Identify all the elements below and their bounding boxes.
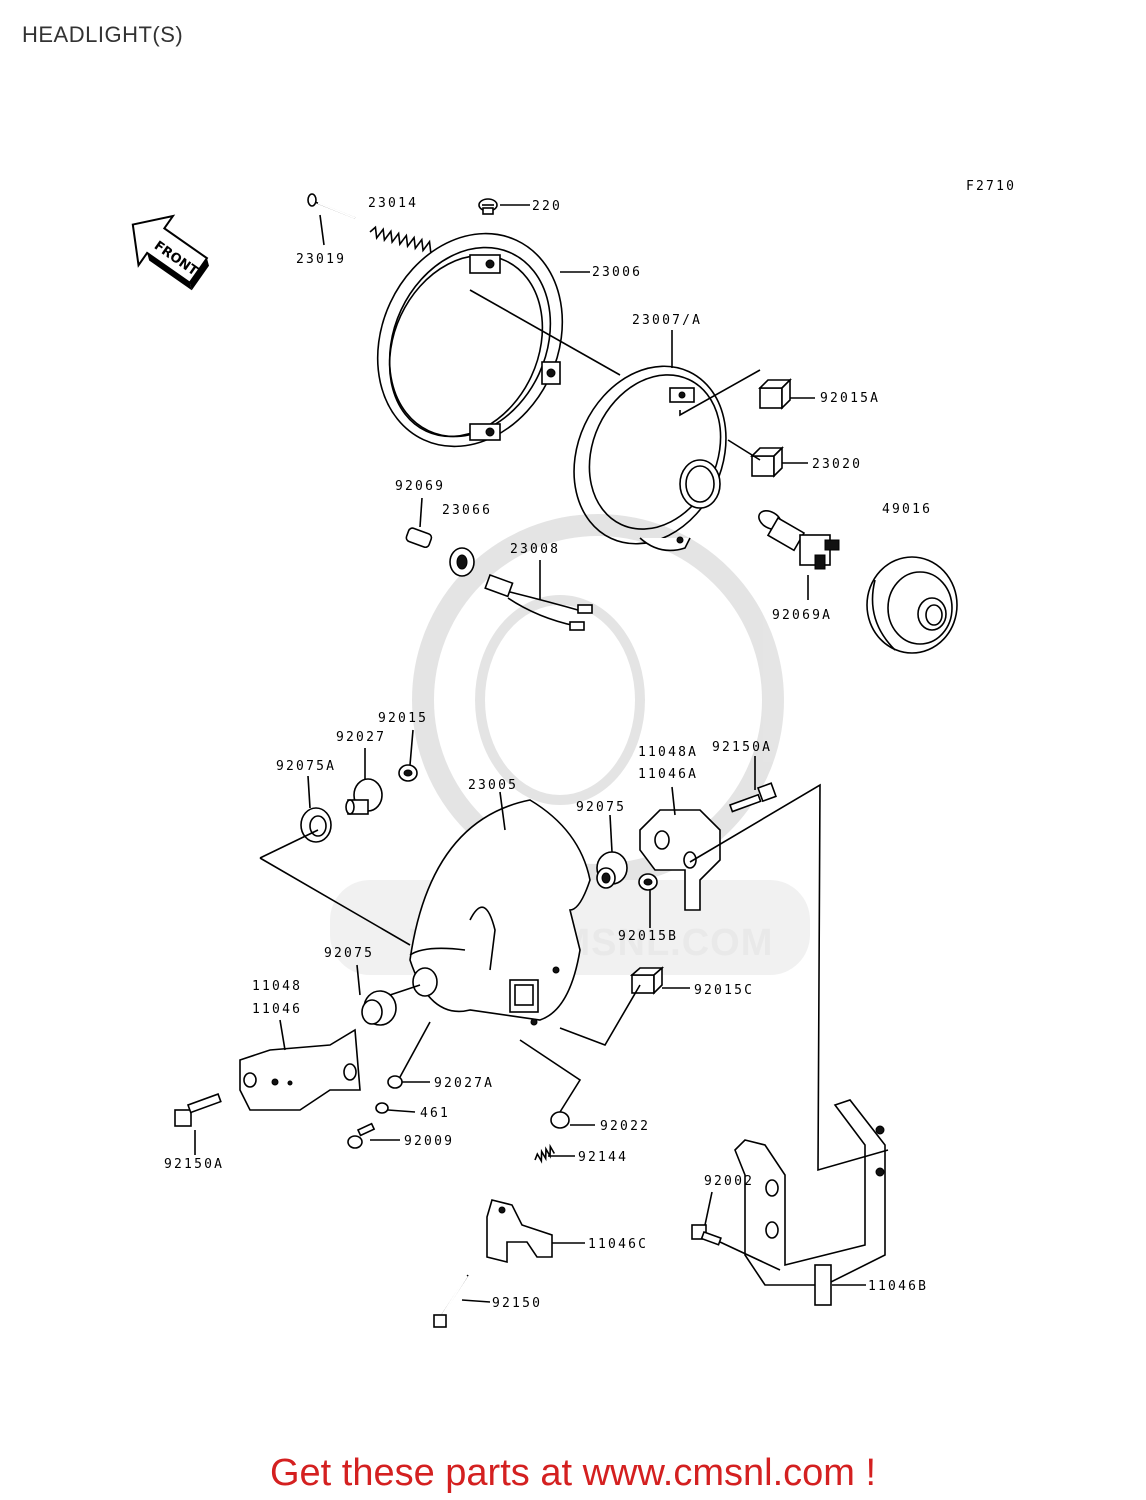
part-label: 92075: [324, 946, 374, 961]
collar-92027A: [387, 1075, 403, 1089]
bulb-92069A: [758, 510, 840, 570]
part-label: 220: [532, 199, 562, 214]
part-label: 92022: [600, 1119, 650, 1134]
headlight-rim-23006: [376, 232, 564, 448]
screw-92009: [347, 1122, 376, 1149]
part-label: 92015A: [820, 391, 880, 406]
part-label: 461: [420, 1106, 450, 1121]
bolt-92150A-upper: [728, 782, 777, 813]
part-label: 92027A: [434, 1076, 494, 1091]
socket-23008: [484, 573, 593, 631]
headlight-case-23005: [409, 799, 591, 1026]
leader-lines-bottom: [194, 729, 889, 1303]
part-label: 11048A: [638, 745, 698, 760]
spring-23014: [369, 225, 432, 253]
part-label: 23006: [592, 265, 642, 280]
part-label: 11046C: [588, 1237, 648, 1252]
part-label: 92069: [395, 479, 445, 494]
part-label: 23066: [442, 503, 492, 518]
part-label: 92150: [492, 1296, 542, 1311]
bolt-92150A-left: [174, 1093, 222, 1127]
part-label: 92027: [336, 730, 386, 745]
part-label: 92009: [404, 1134, 454, 1149]
part-label: 23007/A: [632, 313, 702, 328]
nut-92015C: [629, 966, 665, 995]
bracket-11048: [239, 1028, 361, 1111]
grommet-92075-lower: [361, 990, 397, 1026]
part-label: 23020: [812, 457, 862, 472]
grommet-92075A: [300, 807, 332, 843]
headlight-unit-23007: [573, 365, 727, 552]
part-label: 49016: [882, 502, 932, 517]
collar-92027: [345, 778, 383, 815]
bracket-11046B: [734, 1099, 886, 1306]
part-label: 23019: [296, 252, 346, 267]
nut-92015B: [638, 873, 658, 891]
part-label: 92075A: [276, 759, 336, 774]
part-label: 92002: [704, 1174, 754, 1189]
screw-461: [375, 1102, 389, 1114]
part-label: 23014: [368, 196, 418, 211]
part-label: 92069A: [772, 608, 832, 623]
part-label: 11046: [252, 1002, 302, 1017]
part-label: 92015C: [694, 983, 754, 998]
part-label: 11046B: [868, 1279, 928, 1294]
part-label: 92015: [378, 711, 428, 726]
nut-92015A: [758, 378, 792, 410]
bulb-92069: [405, 527, 433, 549]
bolt-92002: [691, 1224, 722, 1246]
bracket-11046C: [486, 1199, 553, 1264]
part-label: 92015B: [618, 929, 678, 944]
part-label: 92150A: [712, 740, 772, 755]
dust-cover-49016: [866, 556, 958, 654]
figure-code: F2710: [966, 179, 1016, 194]
part-label: 23008: [510, 542, 560, 557]
front-arrow-icon: FRONT: [131, 214, 209, 291]
part-label: 92150A: [164, 1157, 224, 1172]
part-label: 92075: [576, 800, 626, 815]
part-label: 11046A: [638, 767, 698, 782]
nut-92022: [550, 1111, 570, 1129]
grommet-92075-upper: [596, 851, 628, 889]
part-label: 92144: [578, 1150, 628, 1165]
leader-lines-top: [319, 204, 815, 600]
bolt-92150: [433, 1274, 469, 1328]
nut-23020: [750, 446, 784, 478]
spring-92144: [534, 1143, 556, 1164]
page-title: HEADLIGHT(S): [22, 22, 184, 47]
part-label: 11048: [252, 979, 302, 994]
bracket-11048A: [639, 809, 721, 911]
grommet-23066: [449, 547, 475, 577]
footer-link[interactable]: Get these parts at www.cmsnl.com !: [269, 1452, 877, 1494]
screw-220: [478, 198, 498, 215]
part-label: 23005: [468, 778, 518, 793]
screw-23019: [307, 193, 356, 219]
nut-92015: [398, 764, 418, 782]
